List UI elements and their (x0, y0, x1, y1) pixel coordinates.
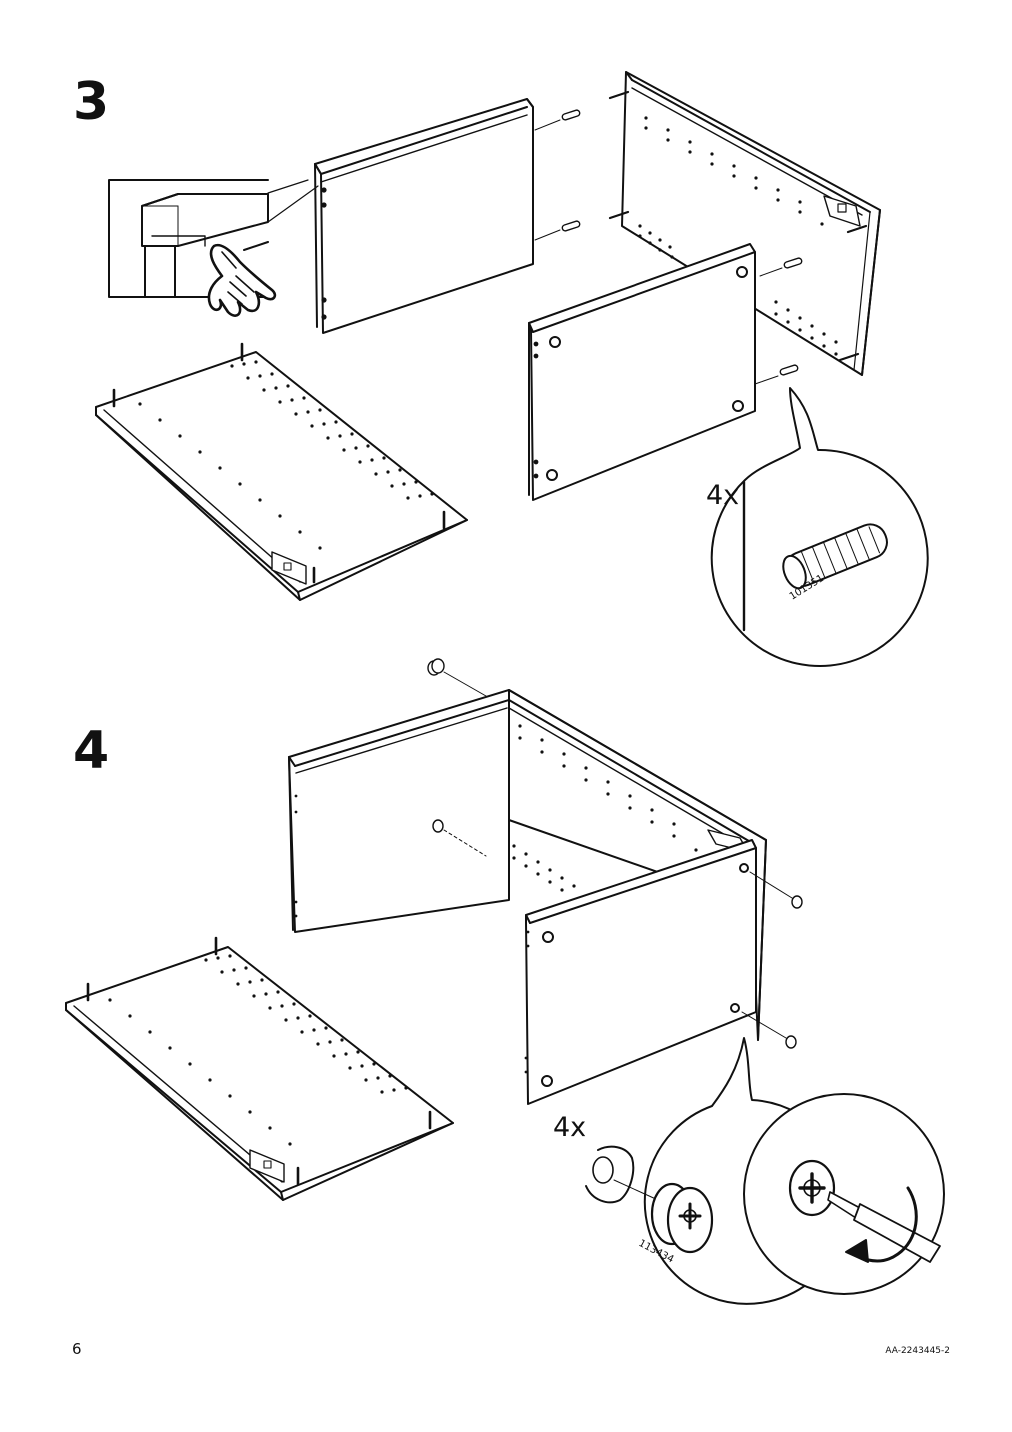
rotate-arrow-icon (845, 1186, 918, 1263)
hand-icon (207, 243, 277, 317)
dowel-part-icon (782, 523, 888, 590)
side-panel-front (528, 243, 756, 501)
step-3-number: 3 (73, 72, 110, 132)
groove-detail-inset (108, 179, 319, 298)
side-panel-right (608, 71, 881, 376)
page-number: 6 (72, 1340, 82, 1358)
step-4-number: 4 (73, 721, 110, 781)
screwdriver-icon (827, 1191, 941, 1263)
cam-fitting-top (427, 658, 487, 697)
back-panel (314, 98, 534, 334)
cam-part-icon (585, 1145, 714, 1254)
step-3-quantity: 4x (706, 480, 740, 511)
dowel-callout-bubble (710, 387, 929, 667)
assembled-carcass (288, 689, 803, 1105)
bottom-panel-step4 (65, 936, 454, 1201)
dowels-front (754, 257, 803, 385)
cam-tighten-icon (788, 1159, 836, 1217)
dowels-back (534, 109, 581, 241)
document-code: AA-2243445-2 (885, 1346, 950, 1356)
tighten-callout-bubble (743, 1093, 945, 1295)
bottom-panel (95, 342, 468, 601)
step-4-quantity: 4x (553, 1112, 587, 1143)
